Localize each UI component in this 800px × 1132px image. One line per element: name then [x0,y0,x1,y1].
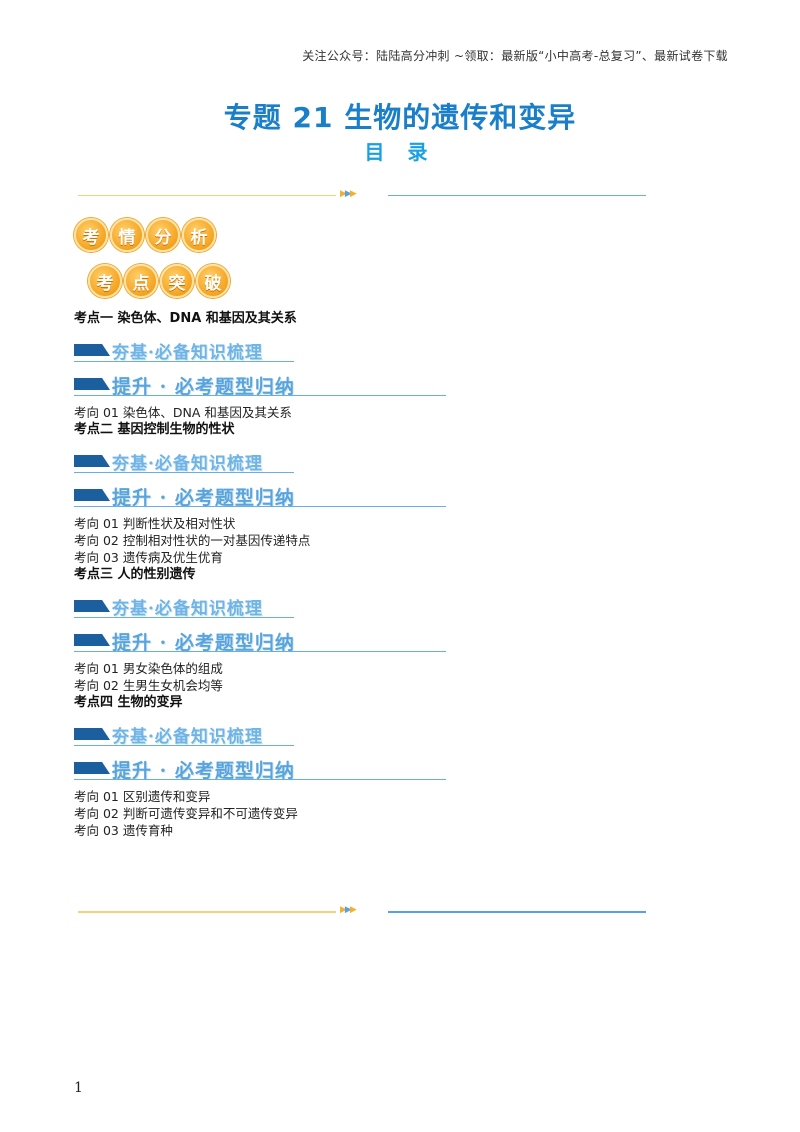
header-note: 关注公众号：陆陆高分冲刺 ~领取：最新版“小中高考-总复习”、最新试卷下载 [302,49,728,63]
page-number: 1 [74,1080,83,1096]
top-divider: ▶▶▶ [78,189,648,201]
toc-direction[interactable]: 考向 02 判断可遗传变异和不可遗传变异 [74,806,298,821]
badge-char: 点 [124,264,158,298]
basic-knowledge-banner: 夯基·必备知识梳理 [74,722,734,747]
badge-char: 破 [196,264,230,298]
bottom-divider: ▶▶▶ [78,905,648,917]
toc-point[interactable]: 考点三 人的性别遗传 [74,567,196,582]
arrow-icon: ▶▶▶ [340,189,357,199]
badge-char: 析 [182,218,216,252]
toc-direction[interactable]: 考向 03 遗传病及优生优育 [74,550,223,565]
toc-direction[interactable]: 考向 02 生男生女机会均等 [74,678,223,693]
toc-direction[interactable]: 考向 01 染色体、DNA 和基因及其关系 [74,405,292,420]
page-title: 专题 21 生物的遗传和变异 [223,101,577,134]
badge-char: 情 [110,218,144,252]
basic-knowledge-banner: 夯基·必备知识梳理 [74,449,734,474]
toc-direction[interactable]: 考向 02 控制相对性状的一对基因传递特点 [74,533,311,548]
toc-direction[interactable]: 考向 01 判断性状及相对性状 [74,516,236,531]
arrow-icon: ▶▶▶ [340,905,357,915]
toc-point[interactable]: 考点四 生物的变异 [74,695,183,710]
advance-question-banner: 提升 · 必考题型归纳 [74,372,734,398]
toc-point[interactable]: 考点二 基因控制生物的性状 [74,422,235,437]
toc-direction[interactable]: 考向 01 区别遗传和变异 [74,789,211,804]
badge-char: 分 [146,218,180,252]
advance-question-banner: 提升 · 必考题型归纳 [74,483,734,509]
advance-question-banner: 提升 · 必考题型归纳 [74,628,734,654]
toc-content: 考点一 染色体、DNA 和基因及其关系 夯基·必备知识梳理 提升 · 必考题型归… [74,310,734,839]
toc-direction[interactable]: 考向 03 遗传育种 [74,823,173,838]
badge-analysis: 考 情 分 析 [74,218,216,252]
toc-point[interactable]: 考点一 染色体、DNA 和基因及其关系 [74,311,297,326]
badge-char: 突 [160,264,194,298]
toc-direction[interactable]: 考向 01 男女染色体的组成 [74,661,223,676]
basic-knowledge-banner: 夯基·必备知识梳理 [74,594,734,619]
badge-char: 考 [88,264,122,298]
badge-char: 考 [74,218,108,252]
advance-question-banner: 提升 · 必考题型归纳 [74,756,734,782]
badge-breakthrough: 考 点 突 破 [88,264,230,298]
basic-knowledge-banner: 夯基·必备知识梳理 [74,338,734,363]
toc-heading: 目 录 [364,140,436,164]
